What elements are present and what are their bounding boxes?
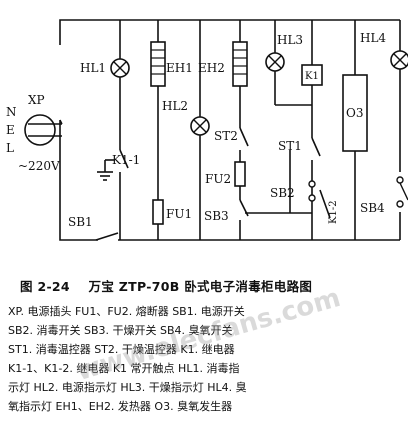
fuse-fu1: FU1 xyxy=(152,199,192,225)
label-voltage: ~220V xyxy=(18,159,60,173)
power-plug-xp: XP N E L ~220V xyxy=(6,93,63,173)
legend-line: XP. 电源插头 FU1、FU2. 熔断器 SB1. 电源开关 xyxy=(8,305,245,318)
label-fu1: FU1 xyxy=(166,207,192,221)
heater-eh2: EH2 xyxy=(198,41,248,87)
label-eh1: EH1 xyxy=(166,61,193,75)
label-st1: ST1 xyxy=(278,139,302,153)
label-xp: XP xyxy=(28,93,45,107)
fuse-fu2: FU2 xyxy=(205,161,246,187)
label-k1-1: K1-1 xyxy=(112,153,140,167)
contact-k1-1: K1-1 xyxy=(112,149,140,172)
figure-caption: 图 2-24 万宝 ZTP-70B 卧式电子消毒柜电路图 xyxy=(20,276,400,295)
lamp-hl3: HL3 xyxy=(265,33,303,72)
circuit-diagram: XP N E L ~220V HL1 EH1 EH2 xyxy=(6,19,408,244)
figure-title: 万宝 ZTP-70B 卧式电子消毒柜电路图 xyxy=(88,279,313,294)
ozone-generator-o3: O3 xyxy=(342,74,368,152)
label-hl2: HL2 xyxy=(162,99,188,113)
label-hl3: HL3 xyxy=(277,33,303,47)
label-sb1: SB1 xyxy=(68,215,93,229)
relay-coil-k1: K1 xyxy=(301,64,323,86)
switch-sb3: SB3 xyxy=(204,199,249,223)
label-l: L xyxy=(6,141,14,155)
thermostat-st2: ST2 xyxy=(214,127,249,150)
figure-number: 图 2-24 xyxy=(20,279,70,294)
legend-line: ST1. 消毒温控器 ST2. 干燥温控器 K1. 继电器 xyxy=(8,343,235,356)
heater-eh1: EH1 xyxy=(150,41,193,87)
legend-line: 氧指示灯 EH1、EH2. 发热器 O3. 臭氧发生器 xyxy=(8,400,233,413)
label-sb3: SB3 xyxy=(204,209,229,223)
label-sb2: SB2 xyxy=(270,186,295,200)
label-k1: K1 xyxy=(305,71,319,82)
label-e: E xyxy=(6,123,15,137)
label-hl1: HL1 xyxy=(80,61,106,75)
ground-symbol xyxy=(97,171,113,181)
thermostat-st1: ST1 xyxy=(278,137,321,160)
contact-k1-2: K1-2 xyxy=(319,184,340,224)
switch-sb1: SB1 xyxy=(68,215,119,244)
label-fu2: FU2 xyxy=(205,172,231,186)
label-o3: O3 xyxy=(346,106,363,120)
legend-line: SB2. 消毒开关 SB3. 干燥开关 SB4. 臭氧开关 xyxy=(8,324,233,337)
label-n: N xyxy=(6,105,17,119)
label-eh2: EH2 xyxy=(198,61,225,75)
legend-line: K1-1、K1-2. 继电器 K1 常开触点 HL1. 消毒指 xyxy=(8,362,240,375)
lamp-hl1: HL1 xyxy=(80,58,130,78)
component-legend: XP. 电源插头 FU1、FU2. 熔断器 SB1. 电源开关 SB2. 消毒开… xyxy=(8,302,404,416)
switch-sb2: SB2 xyxy=(270,180,316,202)
lamp-hl4: HL4 xyxy=(360,31,408,70)
legend-line: 示灯 HL2. 电源指示灯 HL3. 干燥指示灯 HL4. 臭 xyxy=(8,381,247,394)
label-hl4: HL4 xyxy=(360,31,386,45)
label-k1-2: K1-2 xyxy=(328,200,339,224)
label-sb4: SB4 xyxy=(360,201,385,215)
switch-sb4: SB4 xyxy=(360,172,408,215)
lamp-hl2: HL2 xyxy=(162,99,210,136)
label-st2: ST2 xyxy=(214,129,238,143)
